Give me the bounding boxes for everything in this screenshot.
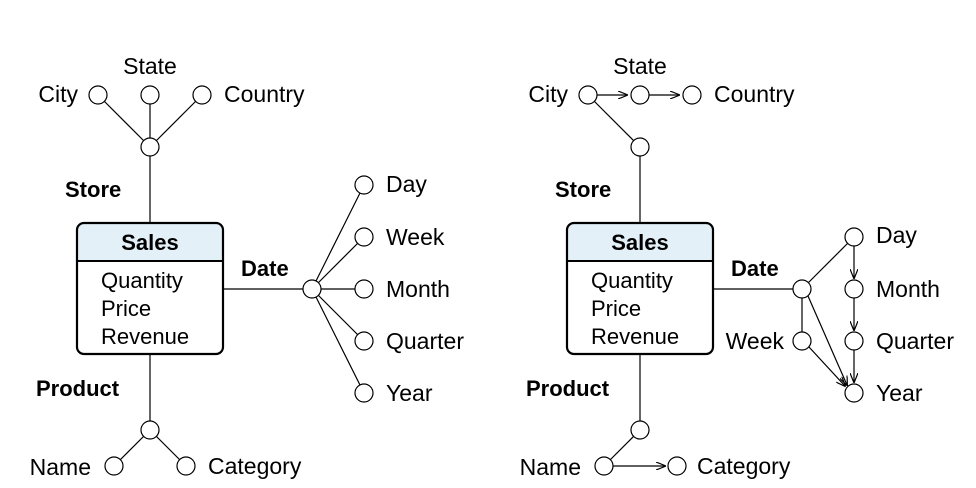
label-month: Month	[386, 276, 450, 302]
label-year: Year	[386, 380, 433, 406]
node-year	[844, 383, 864, 403]
label-store: Store	[65, 177, 121, 202]
left-diagram: Sales Quantity Price Revenue State City …	[30, 53, 465, 480]
measure-revenue: Revenue	[591, 324, 679, 349]
measure-quantity: Quantity	[591, 268, 673, 293]
edge-date-quarter	[311, 288, 365, 342]
fact-table: Sales Quantity Price Revenue	[75, 221, 225, 356]
label-product: Product	[526, 376, 610, 401]
node-day	[844, 227, 864, 247]
node-store	[630, 137, 650, 157]
node-date	[792, 279, 812, 299]
label-city: City	[528, 81, 568, 107]
fact-box	[75, 221, 225, 356]
edge-store-country	[149, 94, 203, 148]
node-city	[578, 85, 598, 105]
fact-box	[565, 221, 715, 356]
edge-week-year	[808, 346, 845, 386]
node-quarter	[354, 331, 374, 351]
node-name	[104, 456, 124, 476]
node-store	[140, 137, 160, 157]
label-day: Day	[876, 222, 917, 248]
label-store: Store	[555, 177, 611, 202]
node-name	[594, 456, 614, 476]
node-product	[140, 420, 160, 440]
label-name: Name	[520, 454, 581, 480]
measure-price: Price	[101, 296, 151, 321]
edge-date-year	[807, 295, 847, 385]
node-state	[630, 85, 650, 105]
label-name: Name	[30, 454, 91, 480]
node-product	[630, 420, 650, 440]
node-category	[667, 456, 687, 476]
label-date: Date	[241, 256, 289, 281]
node-year	[354, 383, 374, 403]
label-state: State	[613, 53, 667, 79]
node-week	[792, 331, 812, 351]
node-country	[682, 85, 702, 105]
node-category	[176, 456, 196, 476]
label-quarter: Quarter	[386, 328, 464, 354]
node-quarter	[844, 331, 864, 351]
edge-date-day	[311, 184, 365, 290]
fact-title: Sales	[121, 230, 179, 255]
label-category: Category	[697, 453, 791, 479]
label-country: Country	[714, 81, 795, 107]
node-date	[302, 279, 322, 299]
edge-city-store	[587, 94, 641, 148]
label-product: Product	[36, 376, 120, 401]
label-country: Country	[224, 81, 305, 107]
label-day: Day	[386, 171, 427, 197]
edge-store-city	[97, 94, 151, 148]
node-state	[140, 85, 160, 105]
fact-table: Sales Quantity Price Revenue	[565, 221, 715, 356]
label-city: City	[38, 81, 78, 107]
label-week: Week	[386, 224, 445, 250]
label-state: State	[123, 53, 177, 79]
label-week: Week	[726, 328, 785, 354]
edge-date-year	[311, 288, 365, 394]
node-week	[354, 227, 374, 247]
edge-date-day	[801, 236, 855, 290]
fact-header-bg-bottom	[568, 248, 712, 260]
node-day	[354, 175, 374, 195]
label-month: Month	[876, 276, 940, 302]
node-month	[844, 279, 864, 299]
node-city	[88, 85, 108, 105]
measure-price: Price	[591, 296, 641, 321]
label-quarter: Quarter	[876, 328, 954, 354]
right-edges	[587, 94, 855, 466]
right-diagram: Sales Quantity Price Revenue State City …	[520, 53, 955, 480]
label-year: Year	[876, 380, 923, 406]
label-category: Category	[208, 453, 302, 479]
fact-header-bg-bottom	[78, 248, 222, 260]
node-country	[192, 85, 212, 105]
node-month	[354, 279, 374, 299]
label-date: Date	[731, 256, 779, 281]
measure-revenue: Revenue	[101, 324, 189, 349]
edge-date-week	[311, 236, 365, 290]
fact-title: Sales	[611, 230, 669, 255]
measure-quantity: Quantity	[101, 268, 183, 293]
